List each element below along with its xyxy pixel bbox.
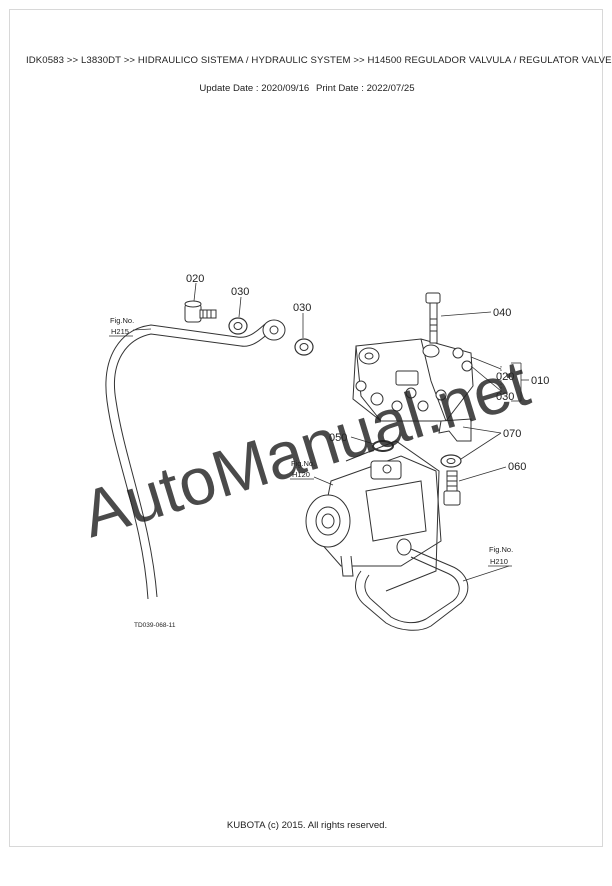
label-030-a: 030 (231, 286, 249, 298)
breadcrumb: IDK0583 >> L3830DT >> HIDRAULICO SISTEMA… (26, 55, 612, 66)
part-labels: 020 030 030 040 020 030 010 050 070 060 (186, 273, 549, 473)
fig-ref-h120: Fig.No. H120 (290, 459, 315, 480)
print-date: Print Date : 2022/07/25 (315, 83, 415, 94)
label-030-c: 030 (496, 391, 514, 403)
hydraulic-pump (305, 455, 442, 577)
label-070: 070 (503, 428, 521, 440)
label-040: 040 (493, 307, 511, 319)
washer-030-a (228, 317, 248, 335)
parts-diagram: 020 030 030 040 020 030 010 050 070 060 … (73, 273, 549, 631)
drawing-code: TD039-068-11 (134, 622, 176, 629)
pipe-h215 (105, 323, 272, 600)
fig-ref-h215-number: H215 (111, 327, 129, 336)
label-010: 010 (531, 375, 549, 387)
banjo-bolt-020 (184, 300, 217, 323)
watermark: AutoManual.net (73, 345, 537, 551)
fig-ref-h120-number: H120 (292, 470, 310, 479)
label-020-b: 020 (496, 371, 514, 383)
label-020: 020 (186, 273, 204, 285)
update-date: Update Date : 2020/09/16 (199, 83, 310, 94)
fig-ref-h215: Fig.No. H215 (109, 316, 134, 337)
washer-030-b (294, 338, 314, 356)
label-050: 050 (329, 432, 347, 444)
fig-ref-h210: Fig.No. H210 (488, 545, 513, 567)
watermark-text: AutoManual.net (73, 345, 537, 551)
banjo-fitting (262, 319, 286, 341)
copyright-footer: KUBOTA (c) 2015. All rights reserved. (226, 820, 388, 831)
fig-ref-h210-label: Fig.No. (489, 545, 513, 554)
fig-ref-h120-label: Fig.No. (291, 459, 315, 468)
regulator-valve-block (352, 338, 474, 442)
label-030-b: 030 (293, 302, 311, 314)
fig-ref-h215-label: Fig.No. (110, 316, 134, 325)
fig-ref-h210-number: H210 (490, 557, 508, 566)
leader-lines (132, 282, 529, 582)
bolt-060 (443, 470, 461, 506)
date-line: Update Date : 2020/09/16 Print Date : 20… (10, 83, 604, 94)
bolt-040 (425, 292, 441, 344)
mounting-plate (345, 440, 440, 592)
o-ring-050 (372, 440, 394, 452)
document-page: IDK0583 >> L3830DT >> HIDRAULICO SISTEMA… (9, 9, 612, 847)
label-060: 060 (508, 461, 526, 473)
washer-070 (440, 454, 462, 468)
